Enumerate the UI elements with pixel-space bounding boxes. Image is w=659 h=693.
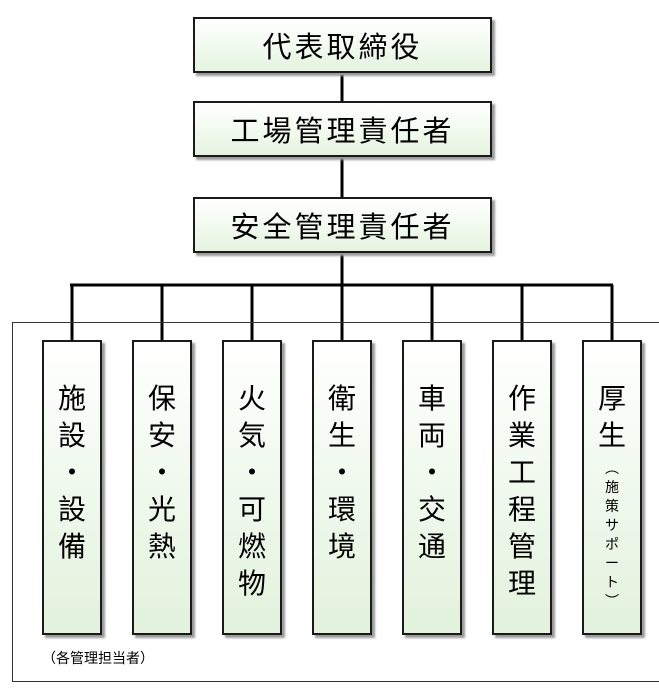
dept-char: ・	[57, 456, 86, 489]
dept-char: ・	[147, 456, 176, 489]
dept-char: 交	[417, 493, 446, 526]
note-char: ー	[605, 556, 619, 572]
dept-label: 厚 生	[598, 380, 626, 454]
dept-hygiene-environment: 衛 生 ・ 環 境	[312, 340, 372, 635]
dept-char: 工	[507, 456, 536, 489]
footnote-managers: （各管理担当者）	[42, 651, 154, 667]
dept-label: 施 設 ・ 設 備	[58, 380, 86, 565]
dept-char: 程	[507, 493, 536, 526]
dept-char: ・	[417, 456, 446, 489]
dept-char: 設	[57, 493, 86, 526]
dept-char: 物	[237, 567, 266, 600]
dept-char: 生	[597, 419, 626, 452]
dept-label: 車 両 ・ 交 通	[418, 380, 446, 565]
dept-char: 管	[507, 530, 536, 563]
note-char: ︵	[605, 461, 619, 477]
dept-char: 境	[327, 530, 356, 563]
dept-char: 熱	[147, 530, 176, 563]
dept-char: 可	[237, 493, 266, 526]
dept-char: 作	[507, 382, 536, 415]
safety-manager-label: 安全管理責任者	[230, 210, 455, 244]
dept-welfare: 厚 生 ︵ 施 策 サ ポ ー ト ︶	[582, 340, 642, 635]
dept-label: 衛 生 ・ 環 境	[328, 380, 356, 565]
dept-char: ・	[327, 456, 356, 489]
dept-char: 衛	[327, 382, 356, 415]
dept-welfare-note: ︵ 施 策 サ ポ ー ト ︶	[605, 460, 619, 612]
note-char: ト	[605, 575, 619, 591]
dept-char: 保	[147, 382, 176, 415]
dept-char: 環	[327, 493, 356, 526]
box-safety-manager: 安全管理責任者	[193, 197, 492, 253]
dept-char: 安	[147, 419, 176, 452]
note-char: ︶	[605, 594, 619, 610]
ceo-label: 代表取締役	[262, 30, 423, 64]
dept-vehicles-traffic: 車 両 ・ 交 通	[402, 340, 462, 635]
dept-char: ・	[237, 456, 266, 489]
dept-security-utilities: 保 安 ・ 光 熱	[132, 340, 192, 635]
dept-facilities: 施 設 ・ 設 備	[42, 340, 102, 635]
dept-label: 火 気 ・ 可 燃 物	[238, 380, 266, 602]
dept-char: 生	[327, 419, 356, 452]
dept-char: 厚	[597, 382, 626, 415]
factory-manager-label: 工場管理責任者	[230, 114, 455, 148]
dept-char: 火	[237, 382, 266, 415]
note-char: 策	[605, 499, 619, 515]
dept-char: 気	[237, 419, 266, 452]
dept-char: 光	[147, 493, 176, 526]
dept-fire-combustibles: 火 気 ・ 可 燃 物	[222, 340, 282, 635]
dept-char: 施	[57, 382, 86, 415]
dept-char: 通	[417, 530, 446, 563]
note-char: サ	[605, 518, 619, 534]
departments-frame	[12, 322, 659, 682]
box-factory-manager: 工場管理責任者	[193, 101, 492, 157]
dept-work-process-management: 作 業 工 程 管 理	[492, 340, 552, 635]
dept-char: 業	[507, 419, 536, 452]
dept-char: 設	[57, 419, 86, 452]
dept-char: 備	[57, 530, 86, 563]
note-char: 施	[605, 480, 619, 496]
note-char: ポ	[605, 537, 619, 553]
dept-label: 作 業 工 程 管 理	[508, 380, 536, 602]
dept-char: 車	[417, 382, 446, 415]
box-ceo: 代表取締役	[193, 17, 492, 73]
dept-char: 両	[417, 419, 446, 452]
dept-char: 燃	[237, 530, 266, 563]
dept-label: 保 安 ・ 光 熱	[148, 380, 176, 565]
dept-char: 理	[507, 567, 536, 600]
